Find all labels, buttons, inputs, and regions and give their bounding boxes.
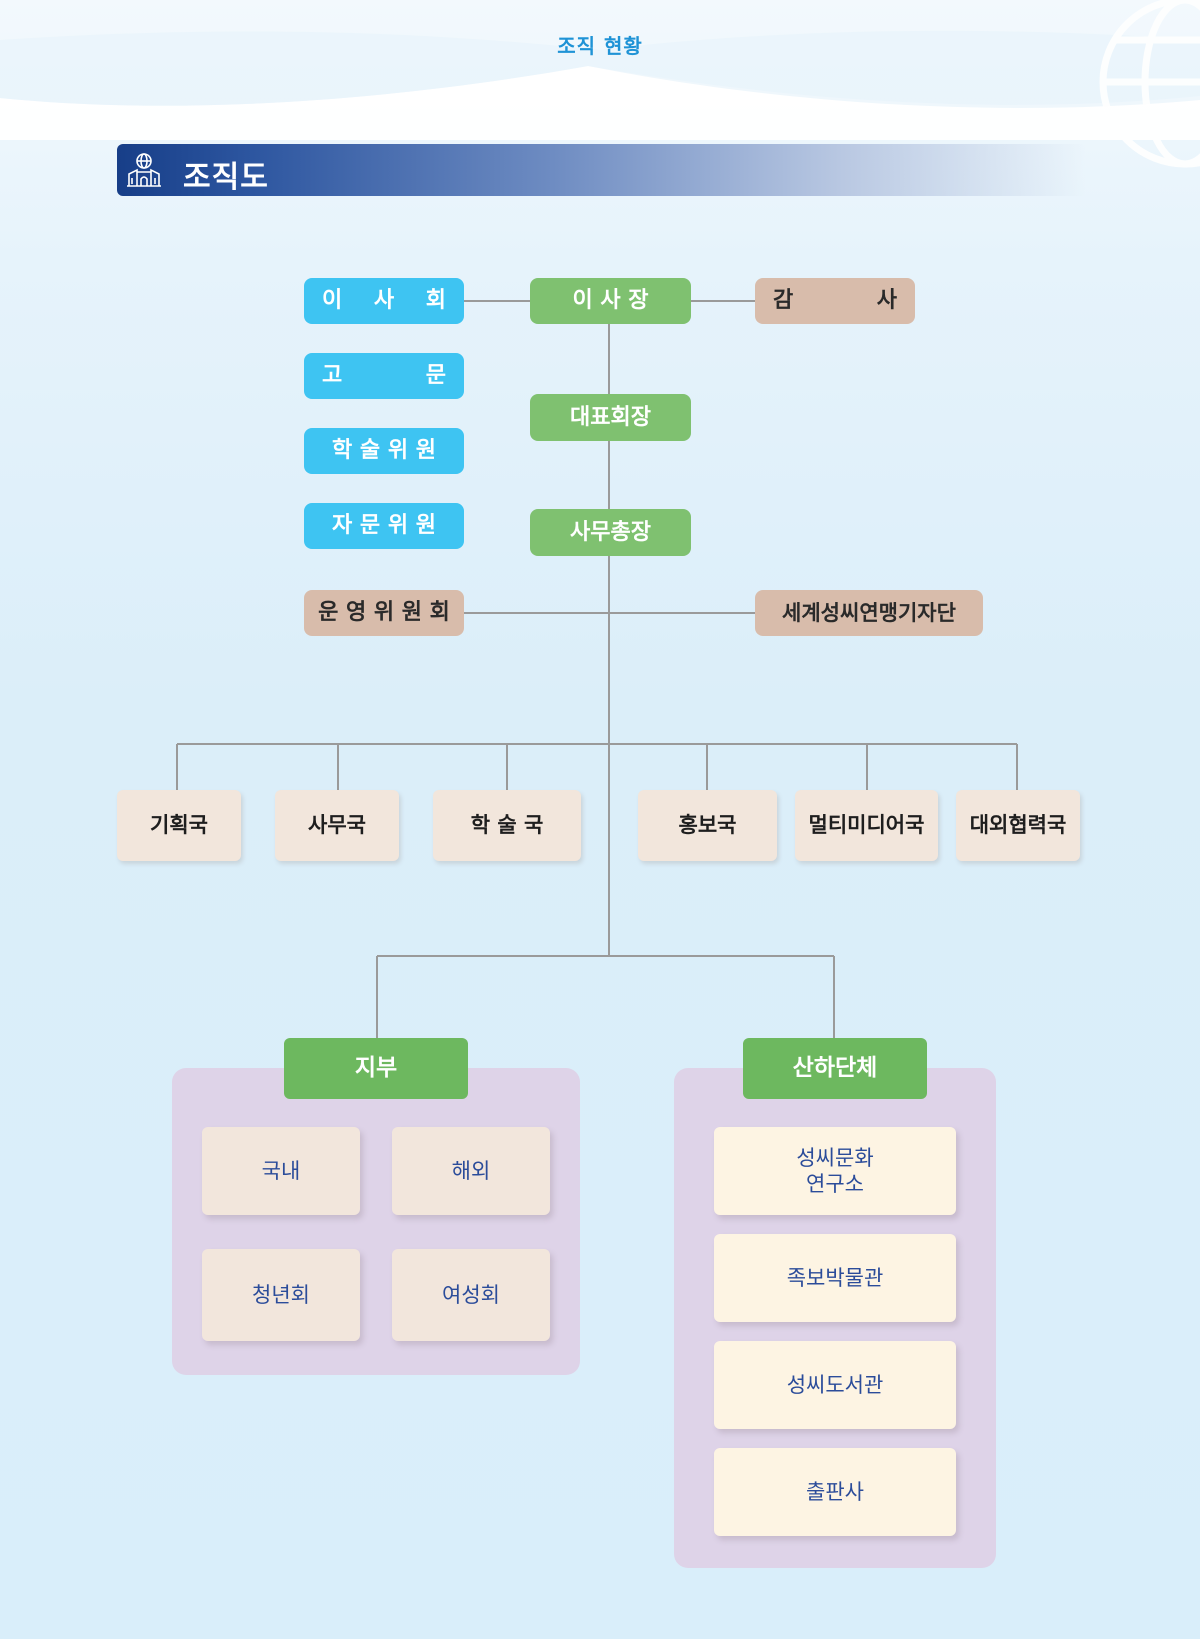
advisor-box: 고 문 (304, 353, 464, 399)
branch-overseas: 해외 (392, 1127, 550, 1215)
advisory-committee-box: 자 문 위 원 (304, 503, 464, 549)
representative-chair-box: 대표회장 (530, 394, 691, 441)
board-char-3: 회 (425, 288, 446, 314)
dept-planning: 기획국 (117, 790, 241, 861)
auditor-char-2: 사 (876, 288, 897, 314)
branches-title: 지부 (284, 1038, 468, 1099)
building-globe-icon (127, 153, 161, 187)
secretary-general-box: 사무총장 (530, 509, 691, 556)
globe-watermark-icon (1099, 0, 1200, 168)
affiliate-surname-culture-institute: 성씨문화 연구소 (714, 1127, 956, 1215)
header-wave-decoration (0, 0, 1200, 168)
section-header: 조직 현황 (557, 34, 643, 58)
dept-multimedia: 멀티미디어국 (795, 790, 938, 861)
dept-public-relations: 홍보국 (638, 790, 777, 861)
advisor-char-2: 문 (425, 363, 446, 389)
branch-domestic: 국내 (202, 1127, 360, 1215)
dept-academic: 학 술 국 (433, 790, 581, 861)
advisor-char-1: 고 (322, 363, 343, 389)
affiliate-genealogy-museum: 족보박물관 (714, 1234, 956, 1322)
auditor-box: 감 사 (755, 278, 915, 324)
chairman-box: 이 사 장 (530, 278, 691, 324)
board-char-1: 이 (322, 288, 343, 314)
page-title: 조직도 (183, 160, 269, 195)
affiliate-surname-library: 성씨도서관 (714, 1341, 956, 1429)
title-banner: 조직도 (117, 144, 1085, 196)
affiliate-publisher: 출판사 (714, 1448, 956, 1536)
press-corps-box: 세계성씨연맹기자단 (755, 590, 983, 636)
auditor-char-1: 감 (773, 288, 794, 314)
branch-women: 여성회 (392, 1249, 550, 1341)
branch-youth: 청년회 (202, 1249, 360, 1341)
board-of-directors-box: 이 사 회 (304, 278, 464, 324)
dept-administration: 사무국 (275, 790, 399, 861)
steering-committee-box: 운 영 위 원 회 (304, 590, 464, 636)
affiliates-title: 산하단체 (743, 1038, 927, 1099)
academic-committee-box: 학 술 위 원 (304, 428, 464, 474)
dept-external-cooperation: 대외협력국 (956, 790, 1080, 861)
board-char-2: 사 (373, 288, 395, 314)
